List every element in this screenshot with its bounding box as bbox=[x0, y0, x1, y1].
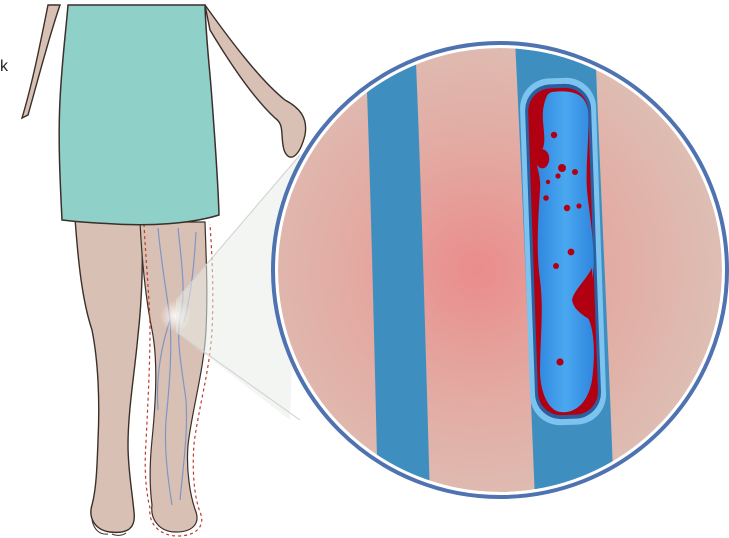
left-arm bbox=[22, 5, 60, 118]
clipped-edge-label: k bbox=[0, 58, 8, 76]
vein-interior bbox=[519, 77, 607, 426]
dress bbox=[59, 5, 219, 225]
right-arm bbox=[205, 5, 306, 157]
healthy-leg bbox=[75, 218, 142, 532]
magnified-view bbox=[270, 40, 729, 500]
affected-leg bbox=[140, 222, 207, 532]
blood-channel bbox=[537, 91, 594, 412]
